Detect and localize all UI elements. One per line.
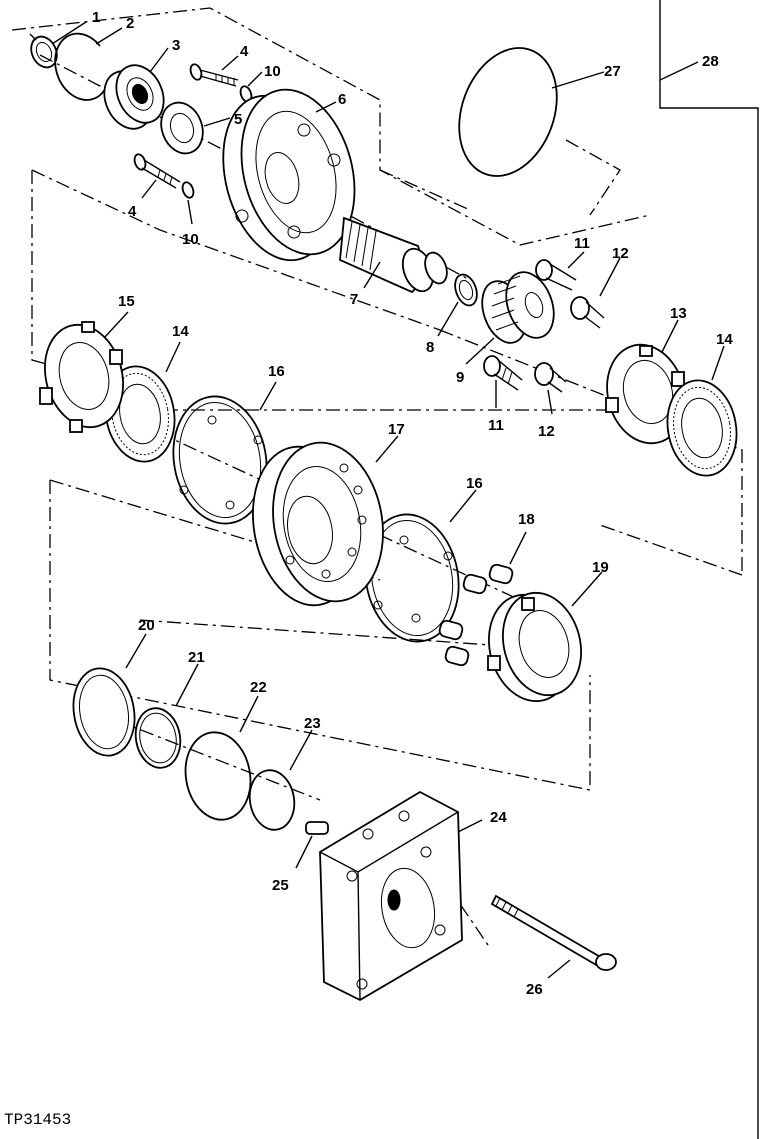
snap-ring-part-8 [454,273,478,307]
bolt-part-26 [490,894,617,971]
seal-part-22 [184,731,252,821]
plate-part-15 [39,321,124,433]
callout-28: 28 [702,53,719,70]
callout-18: 18 [518,511,535,528]
callout-14-left: 14 [172,323,189,340]
callout-17: 17 [388,421,405,438]
gear-part-9 [481,271,555,344]
pin-part-12-upper [570,296,605,329]
callout-14-right: 14 [716,331,733,348]
callout-15: 15 [118,293,135,310]
housing-part-6 [222,88,356,262]
callout-3: 3 [172,37,180,54]
callout-20: 20 [138,617,155,634]
cap-screw-part-4-upper [189,63,239,87]
callout-19: 19 [592,559,609,576]
callout-10-upper: 10 [264,63,281,80]
callout-22: 22 [250,679,267,696]
ring-part-16-left [172,395,268,525]
frame-lines [659,0,759,1139]
figure-id: TP31453 [4,1111,71,1129]
callout-5: 5 [234,111,242,128]
callout-12-upper: 12 [612,245,629,262]
shaft-part-7 [339,216,448,294]
cap-screw-part-4-lower [133,153,181,189]
o-ring-part-27 [458,47,558,177]
plate-part-13 [605,343,686,445]
callout-7: 7 [350,291,358,308]
callout-23: 23 [304,715,321,732]
callout-2: 2 [126,15,134,32]
callout-labels: 1 2 3 4 4 5 6 7 8 9 10 10 11 11 12 12 13… [92,9,733,998]
screw-part-11-lower [483,355,523,391]
callout-6: 6 [338,91,346,108]
piston-part-19 [487,591,582,703]
spring-part-18 [438,563,514,667]
seal-part-21 [134,707,182,769]
callout-16-left: 16 [268,363,285,380]
pin-part-12-lower [534,362,567,393]
callout-1: 1 [92,9,100,26]
callout-24: 24 [490,809,507,826]
callout-26: 26 [526,981,543,998]
snap-ring-part-1 [29,33,58,69]
o-ring-part-10-lower [181,181,195,199]
callout-27: 27 [604,63,621,80]
callout-11-lower: 11 [488,417,504,434]
friction-disc-part-14-right [666,379,738,477]
seal-part-20 [72,667,136,757]
callout-9: 9 [456,369,464,386]
callout-13: 13 [670,305,687,322]
callout-4-upper: 4 [240,43,249,60]
washer-part-5 [160,101,204,155]
cover-part-24 [319,790,463,1002]
fitting-part-25 [305,821,329,835]
callout-16-right: 16 [466,475,483,492]
screw-part-11-upper [535,259,577,291]
piston-part-17 [252,441,384,607]
callout-12-lower: 12 [538,423,555,440]
callout-11-upper: 11 [574,235,590,252]
callout-21: 21 [188,649,205,666]
bearing-part-3 [103,64,165,130]
callout-4-lower: 4 [128,203,137,220]
callout-10-lower: 10 [182,231,199,248]
leader-lines [51,21,725,979]
retaining-ring-part-2 [54,32,109,101]
callout-25: 25 [272,877,289,894]
seal-part-23 [248,769,296,831]
callout-8: 8 [426,339,434,356]
